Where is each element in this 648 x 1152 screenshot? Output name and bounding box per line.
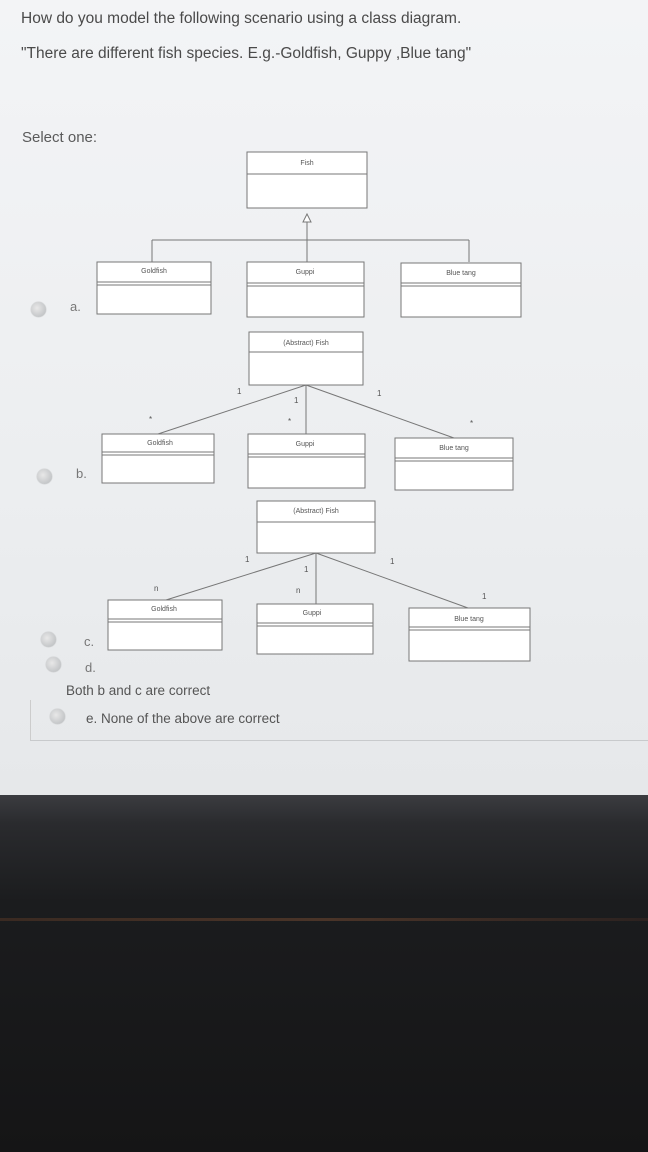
class-box-fish [246, 151, 368, 209]
diagram-c [107, 500, 531, 662]
class-name-goldfish-c: Goldfish [151, 606, 177, 613]
class-name-fish: Fish [300, 160, 313, 167]
quiz-screen: How do you model the following scenario … [0, 0, 648, 800]
option-b-label: b. [76, 466, 87, 481]
multiplicity-c-left-child: n [154, 584, 158, 593]
option-b-radio[interactable] [37, 469, 52, 484]
class-box-guppi-c [256, 603, 374, 655]
multiplicity-c-mid-child: n [296, 586, 300, 595]
diagram-a [96, 151, 522, 318]
class-box-goldfish-c [107, 599, 223, 651]
class-name-goldfish-a: Goldfish [141, 268, 167, 275]
class-box-guppi-b [247, 433, 366, 489]
question-text: How do you model the following scenario … [21, 10, 462, 27]
option-d-text: Both b and c are correct [66, 683, 211, 698]
class-name-guppi-a: Guppi [296, 269, 315, 276]
monitor-bezel [0, 795, 648, 1152]
option-c-label: c. [84, 634, 95, 649]
multiplicity-b-right-parent: 1 [377, 389, 382, 398]
multiplicity-b-mid-child: * [288, 417, 291, 426]
class-box-abstract-fish-b [248, 331, 364, 386]
class-name-goldfish-b: Goldfish [147, 440, 173, 447]
multiplicity-b-left-child: * [149, 415, 152, 424]
class-name-abstract-fish-b: (Abstract) Fish [283, 340, 329, 347]
option-d-label: d. [85, 660, 96, 675]
option-e-radio[interactable] [50, 709, 65, 724]
option-d-radio[interactable] [46, 657, 61, 672]
question-scenario: "There are different fish species. E.g.-… [21, 45, 472, 62]
multiplicity-b-left-parent: 1 [237, 387, 242, 396]
option-c-radio[interactable] [41, 632, 56, 647]
class-box-goldfish-a [96, 261, 212, 315]
option-e-text: e. None of the above are correct [86, 711, 280, 726]
option-a-radio[interactable] [31, 302, 46, 317]
inheritance-arrow [302, 212, 312, 223]
class-box-bluetang-a [400, 262, 522, 318]
class-name-bluetang-a: Blue tang [446, 270, 476, 277]
multiplicity-c-left-parent: 1 [245, 555, 250, 564]
multiplicity-c-mid-parent: 1 [304, 565, 309, 574]
desk-edge [0, 918, 648, 921]
diagrams: Fish Goldfish Guppi Blue tang (Abstract)… [96, 151, 531, 662]
class-name-abstract-fish-c: (Abstract) Fish [293, 508, 339, 515]
class-box-goldfish-b [101, 433, 215, 484]
option-a-label: a. [70, 299, 81, 314]
class-name-bluetang-b: Blue tang [439, 445, 469, 452]
multiplicity-c-right-parent: 1 [390, 557, 395, 566]
class-box-guppi-a [246, 261, 365, 318]
class-box-abstract-fish-c [256, 500, 376, 554]
diagram-b [101, 331, 514, 491]
panel-border-left [30, 700, 31, 740]
class-name-guppi-b: Guppi [296, 441, 315, 448]
class-box-bluetang-c [408, 607, 531, 662]
class-name-guppi-c: Guppi [303, 610, 322, 617]
class-name-bluetang-c: Blue tang [454, 616, 484, 623]
multiplicity-c-right-child: 1 [482, 592, 487, 601]
multiplicity-b-mid-parent: 1 [294, 396, 299, 405]
panel-border-bottom [30, 740, 648, 741]
select-one-label: Select one: [22, 129, 98, 146]
class-box-bluetang-b [394, 437, 514, 491]
multiplicity-b-right-child: * [470, 419, 473, 428]
